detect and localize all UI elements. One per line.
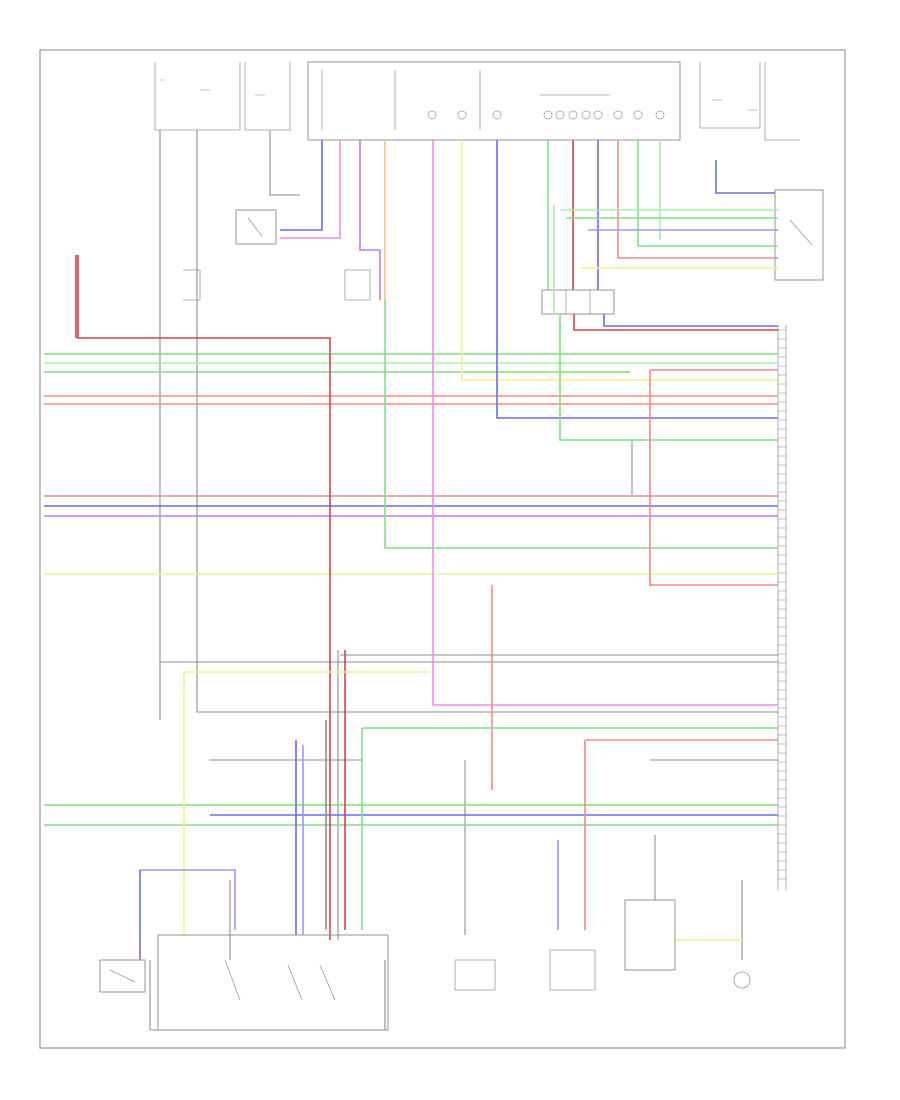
- meter-bulb-icon: [613, 110, 623, 120]
- ecu-terminal-strip: [777, 325, 787, 890]
- meter-bulb-icon: [543, 110, 553, 120]
- left-relay: [235, 209, 277, 245]
- wire-light_blue-48: [140, 869, 236, 930]
- bottom-lamp: [733, 971, 751, 989]
- diagram-frame: [39, 49, 846, 1049]
- wire-blue-14: [280, 140, 323, 231]
- meter-bulb-icon: [568, 110, 578, 120]
- gray-wires: [149, 130, 778, 1031]
- meter-bulb-icon: [581, 110, 591, 120]
- wire-blue-20: [496, 140, 778, 419]
- meter-bulb-icon: [655, 110, 665, 120]
- wire-green-25: [637, 140, 778, 247]
- wire-red-38: [649, 370, 778, 586]
- wire-green-36: [384, 300, 778, 549]
- meter-bulb-icon: [427, 110, 437, 120]
- center-sensor: [344, 269, 371, 301]
- meter-bulb-icon: [457, 110, 467, 120]
- wire-dark_red-12: [77, 255, 331, 940]
- combination-meter: [307, 61, 681, 141]
- wire-red-24: [617, 140, 778, 259]
- right-connector: [541, 289, 615, 315]
- bottom-sensor-2: [549, 949, 596, 991]
- meter-bulb-icon: [633, 110, 643, 120]
- wire-pink-18: [432, 140, 778, 706]
- top-right-header: [699, 62, 800, 141]
- meter-bulb-icon: [555, 110, 565, 120]
- top-left-header: [154, 62, 291, 131]
- bottom-switch-group: [157, 934, 389, 1031]
- bottom-fuse-box: [99, 959, 146, 993]
- bottom-sensor-1: [454, 959, 496, 991]
- wire-yellow-19: [461, 140, 778, 381]
- wire-pink-15: [280, 140, 341, 239]
- wire-dark_red-32: [573, 314, 778, 331]
- wire-green-34: [559, 314, 778, 441]
- wire-violet-16: [359, 140, 381, 300]
- meter-bulb-icon: [593, 110, 603, 120]
- right-ecu-box: [774, 189, 824, 281]
- wire-blue-35: [715, 160, 775, 194]
- colored-wires: [44, 140, 778, 960]
- left-switch: [183, 269, 201, 301]
- wire-blue-33: [603, 314, 778, 327]
- bottom-solenoid: [624, 899, 676, 971]
- meter-bulb-icon: [492, 110, 502, 120]
